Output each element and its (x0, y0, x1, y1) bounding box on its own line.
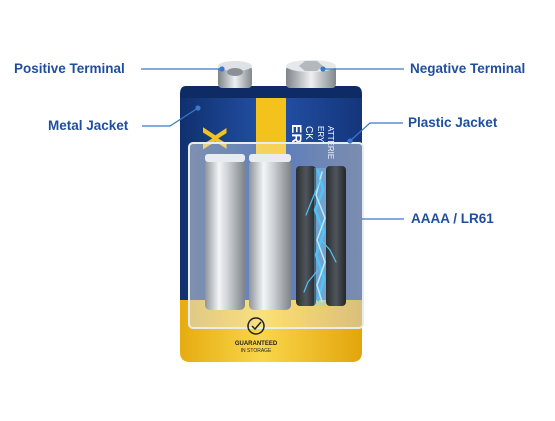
positive-terminal-label: Positive Terminal (14, 61, 125, 76)
electric-spark (303, 168, 337, 306)
leader-lines (141, 66, 404, 220)
badge-line-2: IN STORAGE (241, 348, 272, 354)
positive-terminal-part (218, 61, 252, 88)
side-text-1: ER (289, 124, 305, 143)
battery-top-cap (180, 86, 362, 100)
internal-cells (205, 154, 346, 310)
side-text-3: ERY (316, 126, 325, 143)
negative-terminal-part (286, 60, 336, 88)
plastic-jacket-label: Plastic Jacket (408, 115, 498, 130)
metal-jacket-label: Metal Jacket (48, 118, 129, 133)
side-text-2: CK (303, 126, 314, 140)
negative-terminal-label: Negative Terminal (410, 61, 526, 76)
guaranteed-badge (247, 317, 265, 335)
badge-line-1: GUARANTEED (235, 341, 278, 347)
cell-type-label: AAAA / LR61 (411, 211, 494, 226)
